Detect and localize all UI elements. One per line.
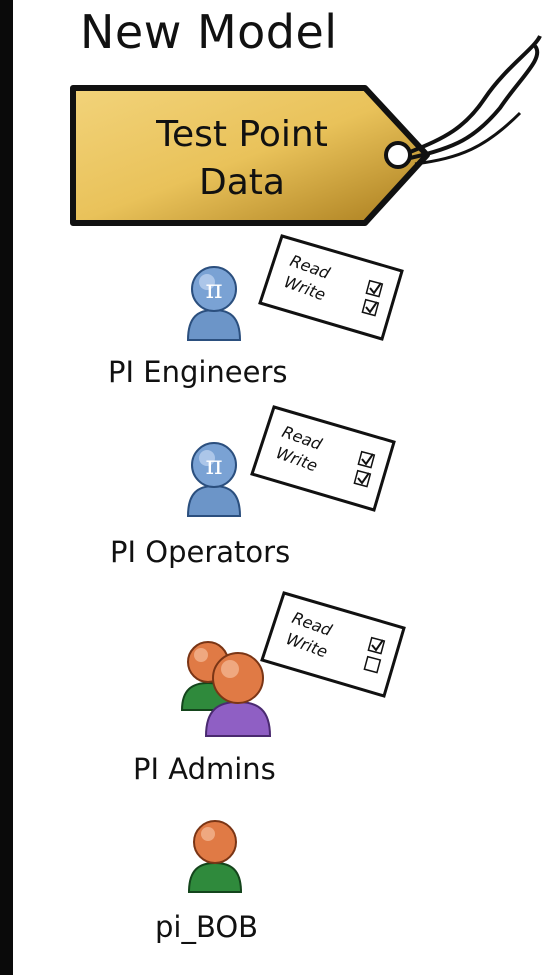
data-tag: Test Point Data bbox=[65, 18, 552, 233]
read-checkbox bbox=[357, 450, 376, 469]
group-label: PI Operators bbox=[110, 535, 291, 569]
permissions-card: Read Write bbox=[252, 231, 422, 341]
write-checkbox bbox=[361, 298, 380, 317]
group-label: PI Engineers bbox=[108, 355, 288, 389]
user-icon bbox=[185, 818, 245, 898]
tag-line-1: Test Point bbox=[156, 114, 328, 155]
group-label: pi_BOB bbox=[155, 910, 259, 944]
read-checkbox bbox=[367, 636, 386, 655]
write-checkbox bbox=[363, 655, 382, 674]
tag-line-2: Data bbox=[199, 162, 285, 203]
svg-text:π: π bbox=[205, 275, 222, 305]
write-checkbox bbox=[353, 469, 372, 488]
page-title: New Model bbox=[80, 5, 338, 59]
permissions-card: Read Write bbox=[254, 588, 424, 698]
svg-text:π: π bbox=[205, 451, 222, 481]
read-checkbox bbox=[365, 279, 384, 298]
pi-user-icon: π bbox=[183, 438, 245, 522]
permissions-card: Read Write bbox=[244, 402, 414, 512]
group-label: PI Admins bbox=[133, 752, 276, 786]
price-tag-icon bbox=[70, 35, 542, 226]
user-group-icon bbox=[178, 638, 288, 742]
left-border bbox=[0, 0, 13, 975]
pi-user-icon: π bbox=[183, 262, 245, 346]
